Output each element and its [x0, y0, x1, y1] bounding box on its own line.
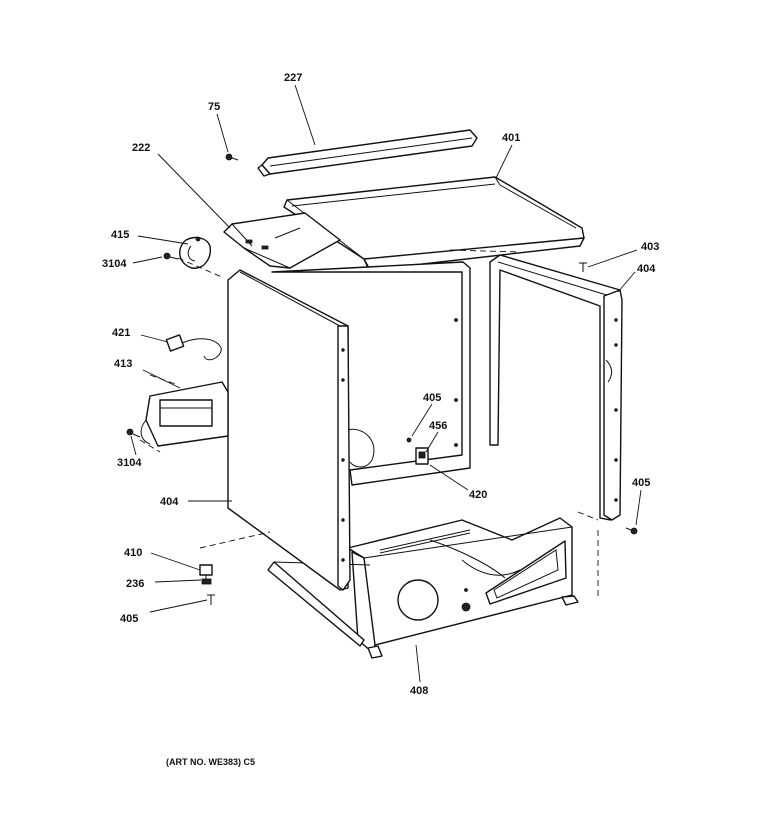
part-421-power-cord	[165, 334, 222, 361]
part-404-right-side-panel	[489, 254, 623, 521]
art-number: (ART NO. WE383) C5	[166, 757, 255, 767]
callout-405-rear: 405	[423, 392, 441, 404]
callout-405-right: 405	[632, 477, 650, 489]
cabinet-rear-frame	[271, 261, 471, 486]
part-227-top-trim	[257, 129, 478, 177]
part-413-terminal-bracket	[140, 374, 229, 447]
callout-413: 413	[114, 358, 132, 370]
callout-222: 222	[132, 142, 150, 154]
part-405-screw-right	[625, 527, 638, 535]
callout-420: 420	[469, 489, 487, 501]
callout-3104-lower: 3104	[117, 457, 142, 469]
callout-3104-upper: 3104	[102, 258, 127, 270]
callout-236: 236	[126, 578, 144, 590]
part-3104-screw-lower	[126, 428, 141, 438]
callout-405-lower: 405	[120, 613, 138, 625]
callout-415: 415	[111, 229, 129, 241]
callout-408: 408	[410, 685, 428, 697]
callout-227: 227	[284, 72, 302, 84]
part-404-front-panel	[227, 269, 375, 591]
callout-labels: 227 75 401 222 415 3104 403 404 421 413 …	[102, 72, 659, 697]
callout-410: 410	[124, 547, 142, 559]
part-420-bulkhead-items	[406, 437, 469, 491]
part-415-clip	[179, 236, 211, 269]
callout-404-right: 404	[637, 263, 656, 275]
callout-401: 401	[502, 132, 520, 144]
part-236-nut	[201, 578, 212, 585]
part-403-screw	[579, 262, 587, 272]
part-222-top-bracket	[223, 212, 341, 269]
part-401-top-cover	[283, 176, 585, 271]
callout-404-front: 404	[160, 496, 179, 508]
assembly-guide-lines	[139, 249, 599, 598]
callout-456: 456	[429, 420, 447, 432]
callout-75: 75	[208, 101, 220, 113]
leader-lines	[130, 84, 642, 683]
callout-403: 403	[641, 241, 659, 253]
part-405-screw-lower	[207, 594, 215, 605]
callout-421: 421	[112, 327, 130, 339]
part-75-screw	[225, 153, 239, 161]
part-408-base	[347, 517, 579, 659]
part-3104-screw-upper	[163, 252, 179, 260]
